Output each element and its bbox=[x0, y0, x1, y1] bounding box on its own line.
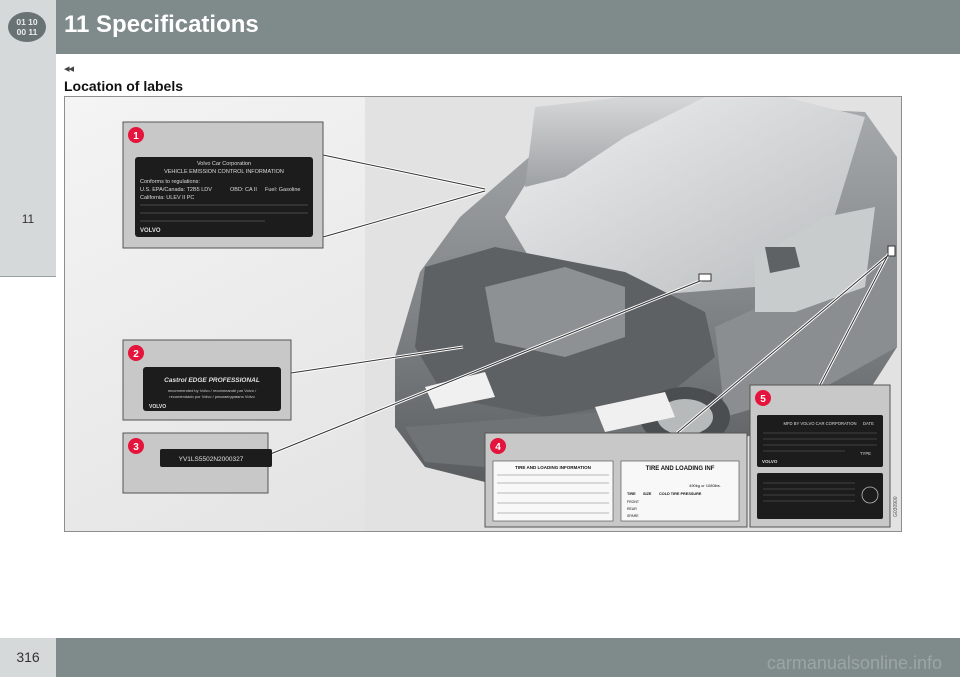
tire-placard-weight: 490kg or 1080lbs. bbox=[689, 483, 721, 488]
chapter-number: 11 bbox=[21, 212, 35, 226]
tire-placard-ca-title: TIRE AND LOADING INF bbox=[646, 466, 715, 472]
oil-label-plate bbox=[143, 367, 281, 411]
door-pillar-marker bbox=[887, 245, 896, 257]
label-location-figure: Volvo Car Corporation VEHICLE EMISSION C… bbox=[64, 96, 902, 532]
callout-4-number: 4 bbox=[495, 442, 501, 453]
vin-label-number: YV1LS5502N2000327 bbox=[179, 456, 244, 463]
tire-placard-us bbox=[492, 460, 614, 522]
tire-placard-ca bbox=[620, 460, 740, 522]
figure-illustration: Volvo Car Corporation VEHICLE EMISSION C… bbox=[65, 97, 901, 531]
headlight bbox=[425, 372, 495, 409]
label-2-panel: Castrol EDGE PROFESSIONAL recommended by… bbox=[122, 339, 292, 421]
label-4-panel: TIRE AND LOADING INFORMATION TIRE AND LO… bbox=[484, 432, 748, 528]
oil-label-line-2: recomendado por Volvo / рекомендовано Vo… bbox=[169, 394, 255, 399]
tire-column-pressure: COLD TIRE PRESSURE bbox=[659, 492, 702, 496]
emission-label-line-2: VEHICLE EMISSION CONTROL INFORMATION bbox=[164, 169, 284, 175]
manufacturer-label-date: DATE bbox=[863, 421, 874, 426]
oil-label-line-1: recommended by Volvo / recommandé par Vo… bbox=[168, 388, 257, 393]
certification-mark bbox=[861, 486, 879, 504]
label-5-panel: MFD BY VOLVO CAR CORPORATION DATE TYPE V… bbox=[749, 384, 891, 528]
callout-2-number: 2 bbox=[133, 349, 139, 360]
chapter-icon: 01 10 00 11 bbox=[8, 12, 46, 42]
callout-5-badge bbox=[755, 390, 771, 406]
callout-1-number: 1 bbox=[133, 131, 139, 142]
emission-label-plate bbox=[135, 157, 313, 237]
chapter-icon-tab: 01 10 00 11 bbox=[0, 0, 56, 54]
chapter-side-tab[interactable]: 11 bbox=[0, 54, 56, 277]
tire-row-spare: SPARE bbox=[627, 514, 639, 518]
manufacturer-label-plate bbox=[757, 415, 883, 467]
chapter-title: 11 Specifications bbox=[64, 11, 259, 38]
watermark: carmanualsonline.info bbox=[766, 653, 942, 673]
callout-4-badge bbox=[490, 438, 506, 454]
emission-label-line-6: OBD: CA II bbox=[230, 187, 257, 193]
page-footer: 316 carmanualsonline.info bbox=[0, 638, 960, 677]
manufacturer-label-type: TYPE bbox=[860, 451, 871, 456]
previous-page-arrows[interactable]: ◂◂ bbox=[64, 63, 74, 75]
vin-label-plate bbox=[160, 449, 272, 467]
tire-column-size: SIZE bbox=[643, 492, 652, 496]
emission-label-line-5: California: ULEV II PC bbox=[140, 195, 194, 201]
tire-placard-us-title: TIRE AND LOADING INFORMATION bbox=[515, 465, 591, 470]
tire-row-rear: REAR bbox=[627, 507, 637, 511]
compliance-label-plate bbox=[757, 473, 883, 519]
callout-1-badge bbox=[128, 127, 144, 143]
tire-row-front: FRONT bbox=[627, 500, 640, 504]
oil-label-brand: VOLVO bbox=[149, 404, 166, 410]
leader-lines-inner bbox=[267, 154, 892, 456]
emission-label-line-1: Volvo Car Corporation bbox=[197, 161, 251, 167]
emission-label-line-7: Fuel: Gasoline bbox=[265, 187, 300, 193]
manufacturer-label-brand: VOLVO bbox=[762, 459, 778, 464]
manufacturer-label-header: MFD BY VOLVO CAR CORPORATION bbox=[783, 421, 856, 426]
vin-plate-marker bbox=[698, 273, 712, 282]
emission-label-line-4: U.S. EPA/Canada: T2B5 LDV bbox=[140, 187, 212, 193]
open-hood bbox=[525, 97, 705, 187]
emission-label-line-3: Conforms to regulations: bbox=[140, 179, 200, 185]
page-number-tab: 316 bbox=[0, 638, 56, 677]
chapter-icon-line-2: 00 11 bbox=[17, 27, 38, 37]
engine-cover bbox=[485, 267, 625, 357]
car-drawing bbox=[395, 97, 897, 482]
emission-label-brand: VOLVO bbox=[140, 228, 161, 234]
callout-3-number: 3 bbox=[133, 442, 139, 453]
page-number: 316 bbox=[16, 649, 40, 665]
side-window bbox=[755, 207, 875, 312]
label-1-panel: Volvo Car Corporation VEHICLE EMISSION C… bbox=[122, 121, 324, 249]
figure-code: G030900 bbox=[893, 496, 899, 517]
callout-5-number: 5 bbox=[760, 394, 766, 405]
chapter-icon-line-1: 01 10 bbox=[16, 17, 38, 27]
callout-2-badge bbox=[128, 345, 144, 361]
callout-3-badge bbox=[128, 438, 144, 454]
oil-label-product: Castrol EDGE PROFESSIONAL bbox=[164, 377, 260, 384]
chapter-header: 01 10 00 11 11 Specifications bbox=[0, 0, 960, 54]
label-3-panel: YV1LS5502N2000327 3 bbox=[122, 432, 272, 494]
tire-column-tire: TIRE bbox=[627, 492, 636, 496]
side-mirror bbox=[765, 247, 800, 273]
section-heading: Location of labels bbox=[64, 78, 184, 94]
